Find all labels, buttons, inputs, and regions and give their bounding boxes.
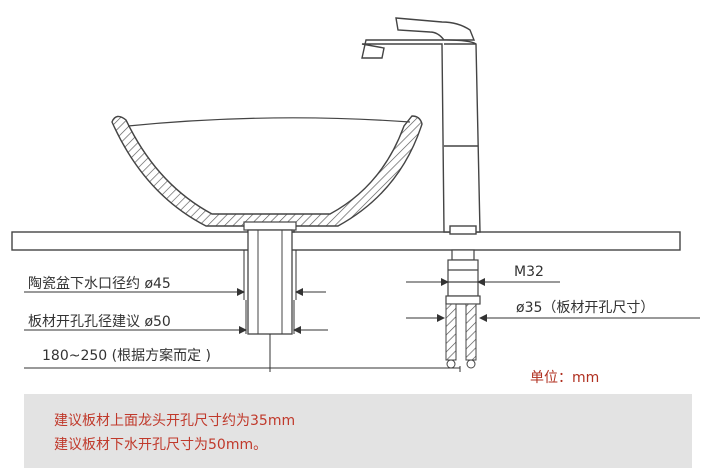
notes-box: 建议板材上面龙头开孔尺寸约为35mm 建议板材下水开孔尺寸为50mm。 xyxy=(24,394,692,468)
faucet-shank xyxy=(445,249,481,305)
faucet-hole-label: ø35（板材开孔尺寸） xyxy=(516,300,654,316)
note-line-2: 建议板材下水开孔尺寸为50mm。 xyxy=(54,437,268,453)
dim-spacing xyxy=(24,334,461,372)
drain-pipe xyxy=(247,229,293,335)
basin-inner-contour xyxy=(127,117,411,127)
supply-hose-right xyxy=(465,303,477,361)
spacing-label: 180~250 (根据方案而定 ) xyxy=(42,347,211,364)
dim-board-hole xyxy=(24,300,328,334)
supply-hose-left xyxy=(445,303,457,361)
countertop-board xyxy=(11,231,681,251)
basin-bowl xyxy=(111,115,423,233)
thread-label: M32 xyxy=(514,264,544,280)
unit-label: 单位：mm xyxy=(530,370,599,386)
board-hole-label: 板材开孔孔径建议 ø50 xyxy=(28,314,171,330)
faucet xyxy=(361,17,481,235)
drain-fitting xyxy=(243,221,297,231)
dim-drain-diameter xyxy=(24,250,326,300)
note-line-1: 建议板材上面龙头开孔尺寸约为35mm xyxy=(54,413,296,429)
drain-diameter-label: 陶瓷盆下水口径约 ø45 xyxy=(28,276,171,292)
